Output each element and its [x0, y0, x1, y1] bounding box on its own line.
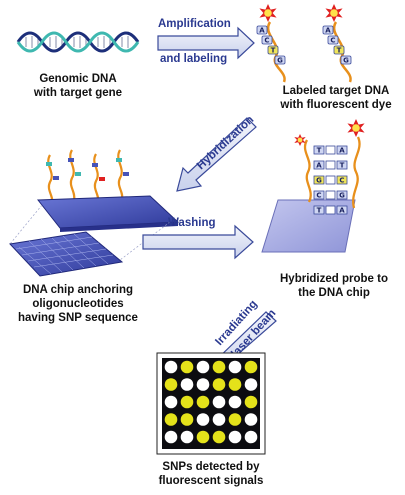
- probe-nucleotide-c: C: [339, 177, 344, 185]
- hybridization-label: Hybridization: [195, 114, 256, 172]
- signal-dot-lit: [164, 413, 178, 426]
- signal-dot-lit: [180, 395, 194, 409]
- signal-dot-unlit: [164, 395, 178, 409]
- signal-dot-lit: [244, 395, 258, 409]
- dna-chip-label: DNA chip anchoring: [23, 284, 133, 296]
- signal-dot-grid: [164, 360, 258, 444]
- signal-dot-unlit: [212, 413, 226, 426]
- nucleotide-g: G: [277, 57, 283, 65]
- nucleotide-a: A: [325, 27, 331, 35]
- signal-dot-unlit: [228, 395, 242, 409]
- fluorescent-dye-icon: [294, 134, 306, 146]
- probe-nucleotide-g: G: [316, 177, 322, 185]
- probe-nucleotide-t: T: [317, 207, 322, 215]
- hybridized-probe-sublabel: the DNA chip: [298, 287, 370, 299]
- nucleotide-t: T: [337, 47, 342, 55]
- signal-dot-lit: [228, 413, 242, 426]
- signal-dot-lit: [212, 378, 226, 391]
- signal-dot-unlit: [164, 430, 178, 444]
- signal-dot-unlit: [244, 413, 258, 426]
- fluorescent-dye-icon: [347, 119, 365, 137]
- signal-dot-unlit: [180, 378, 194, 391]
- signal-dot-unlit: [244, 378, 258, 391]
- signal-dot-lit: [164, 378, 178, 391]
- signal-dot-lit: [196, 430, 210, 444]
- nucleotide-g: G: [343, 57, 349, 65]
- probe-nucleotide-t: T: [317, 147, 322, 155]
- washing-arrow: [142, 224, 254, 260]
- probe-nucleotide-c: C: [316, 192, 321, 200]
- washing-label: Washing: [168, 217, 216, 229]
- dna-chip: [8, 149, 180, 277]
- probe-nucleotide-g: G: [339, 192, 345, 200]
- fluorescent-signal-panel: [156, 352, 266, 455]
- genomic-dna-sublabel: with target gene: [33, 87, 122, 99]
- nucleotide-a: A: [259, 27, 265, 35]
- signal-dot-unlit: [244, 430, 258, 444]
- nucleotide-t: T: [271, 47, 276, 55]
- snp-detected-label: SNPs detected by: [162, 461, 260, 473]
- amplification-arrow: [157, 26, 255, 60]
- probe-nucleotide-a: A: [339, 147, 345, 155]
- signal-dot-unlit: [196, 360, 210, 374]
- signal-dot-lit: [180, 360, 194, 374]
- labeled-strand-left: A C T G: [256, 4, 286, 83]
- signal-dot-lit: [228, 378, 242, 391]
- signal-dot-unlit: [212, 395, 226, 409]
- labeled-dna-sublabel: with fluorescent dye: [279, 99, 391, 111]
- probe-nucleotide-t: T: [340, 162, 345, 170]
- fluorescent-dye-icon: [259, 4, 277, 22]
- nucleotide-c: C: [330, 37, 335, 45]
- genomic-dna-label: Genomic DNA: [39, 73, 116, 85]
- signal-dot-unlit: [196, 413, 210, 426]
- probe-nucleotide-a: A: [339, 207, 345, 215]
- probe-nucleotide-a: A: [316, 162, 322, 170]
- signal-dot-lit: [180, 413, 194, 426]
- hybridized-probe: [261, 119, 365, 253]
- amplification-label: Amplification: [158, 18, 231, 30]
- dna-chip-sublabel-2: having SNP sequence: [18, 312, 138, 324]
- fluorescent-dye-icon: [325, 4, 343, 22]
- labeled-target-dna: A C T G A C T G: [256, 4, 352, 83]
- signal-dot-lit: [244, 360, 258, 374]
- signal-dot-lit: [212, 360, 226, 374]
- hybridization-arrow: [176, 117, 257, 192]
- signal-dot-unlit: [180, 430, 194, 444]
- dna-chip-sublabel-1: oligonucleotides: [32, 298, 123, 310]
- signal-dot-unlit: [196, 378, 210, 391]
- hybridized-probe-label: Hybridized probe to: [280, 273, 388, 285]
- signal-dot-lit: [196, 395, 210, 409]
- signal-dot-unlit: [228, 360, 242, 374]
- labeled-dna-label: Labeled target DNA: [283, 85, 390, 97]
- signal-dot-unlit: [228, 430, 242, 444]
- labeled-strand-right: A C T G: [322, 4, 352, 83]
- nucleotide-c: C: [264, 37, 269, 45]
- signal-dot-lit: [212, 430, 226, 444]
- genomic-dna-helix: [16, 31, 140, 53]
- signal-dot-unlit: [164, 360, 178, 374]
- labeling-label: and labeling: [160, 53, 227, 65]
- snp-detected-sublabel: fluorescent signals: [159, 475, 264, 487]
